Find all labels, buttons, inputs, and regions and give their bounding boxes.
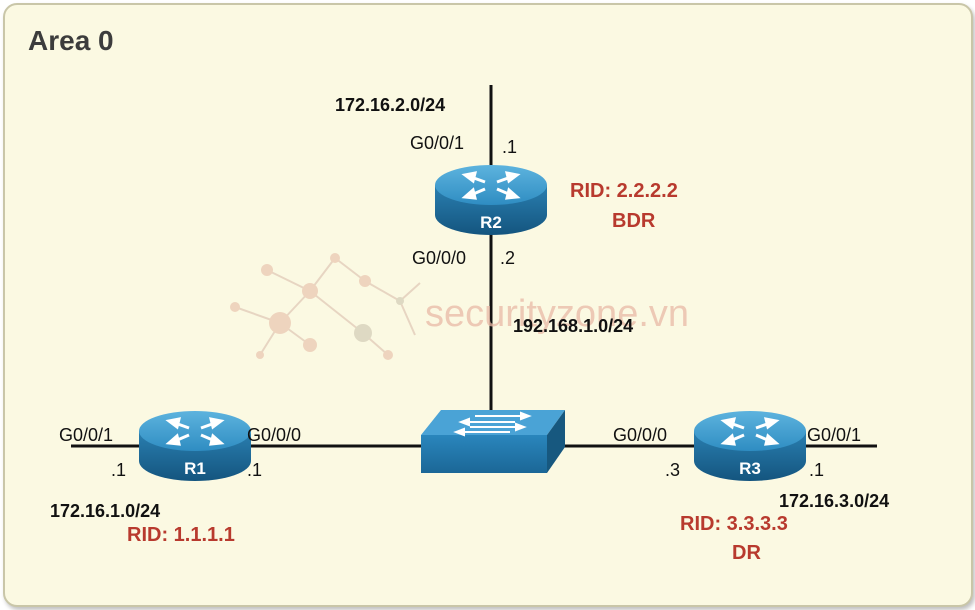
r3-right-host: .1 <box>809 460 825 480</box>
r2-lan-network: 172.16.2.0/24 <box>335 95 446 115</box>
r1-name: R1 <box>184 459 206 478</box>
router-r3[interactable]: R3 <box>694 411 806 481</box>
router-arrows-icon <box>720 417 780 446</box>
r2-role: BDR <box>612 210 656 232</box>
r2-rid: RID: 2.2.2.2 <box>570 180 678 202</box>
r3-left-host: .3 <box>665 460 681 480</box>
r1-right-host: .1 <box>247 460 263 480</box>
r1-lan-network: 172.16.1.0/24 <box>50 501 161 521</box>
r3-right-interface: G0/0/1 <box>807 425 862 445</box>
watermark-graphic <box>230 253 421 360</box>
router-arrows-icon <box>165 417 225 446</box>
r3-lan-network: 172.16.3.0/24 <box>779 491 890 511</box>
r3-left-interface: G0/0/0 <box>613 425 668 445</box>
r1-right-interface: G0/0/0 <box>247 425 302 445</box>
r3-rid: RID: 3.3.3.3 <box>680 513 788 535</box>
r3-role: DR <box>732 542 761 564</box>
router-r1[interactable]: R1 <box>139 411 251 481</box>
r2-bottom-interface: G0/0/0 <box>412 248 467 268</box>
transit-network: 192.168.1.0/24 <box>513 316 634 336</box>
area-0-container: Area 0 <box>3 3 973 607</box>
r2-name: R2 <box>480 213 502 232</box>
switch-icon[interactable] <box>421 410 565 473</box>
r1-left-interface: G0/0/1 <box>59 425 114 445</box>
r1-rid: RID: 1.1.1.1 <box>127 524 235 546</box>
watermark-text: securityzone.vn <box>425 293 690 335</box>
router-arrows-icon <box>461 171 521 200</box>
router-r2[interactable]: R2 <box>435 165 547 235</box>
links <box>71 85 877 448</box>
r2-top-interface: G0/0/1 <box>410 133 465 153</box>
r1-left-host: .1 <box>111 460 127 480</box>
topology-diagram: R2 R1 R3 <box>71 85 877 481</box>
r2-bottom-host: .2 <box>500 248 516 268</box>
r2-top-host: .1 <box>502 137 518 157</box>
r3-name: R3 <box>739 459 761 478</box>
area-title: Area 0 <box>28 25 114 56</box>
